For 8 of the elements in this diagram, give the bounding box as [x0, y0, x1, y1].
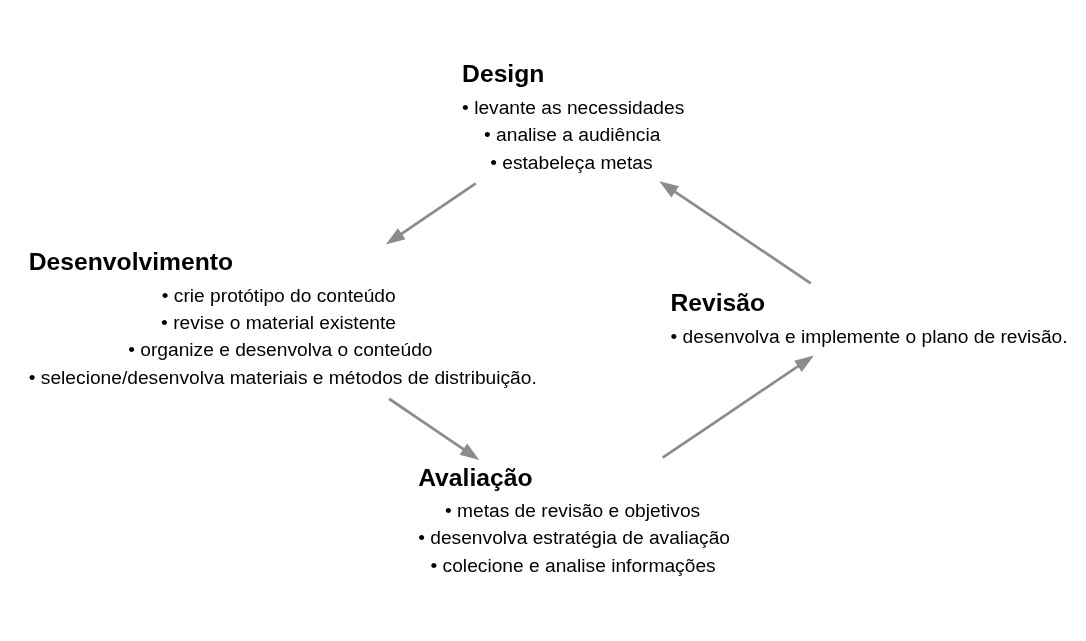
node-text: Desenvolvimento • crie protótipo do conteúdo • revise o material existente • organize e desenvolva o conteúdo • selecione/desenvolva materiais e métodos de distribuição. — [28, 248, 537, 388]
arrow — [388, 397, 480, 460]
arrow — [385, 182, 477, 245]
node-text: Design • levante as necessidades • analise a audiência • estabeleça metas — [462, 60, 685, 173]
arrow — [661, 355, 814, 459]
node-text: Revisão • desenvolva e implemente o plano de revisão. — [670, 289, 1068, 347]
node-text: Avaliação • metas de revisão e objetivos • desenvolva estratégia de avaliação • colecione e analise informações — [418, 463, 731, 576]
arrow — [659, 181, 812, 285]
